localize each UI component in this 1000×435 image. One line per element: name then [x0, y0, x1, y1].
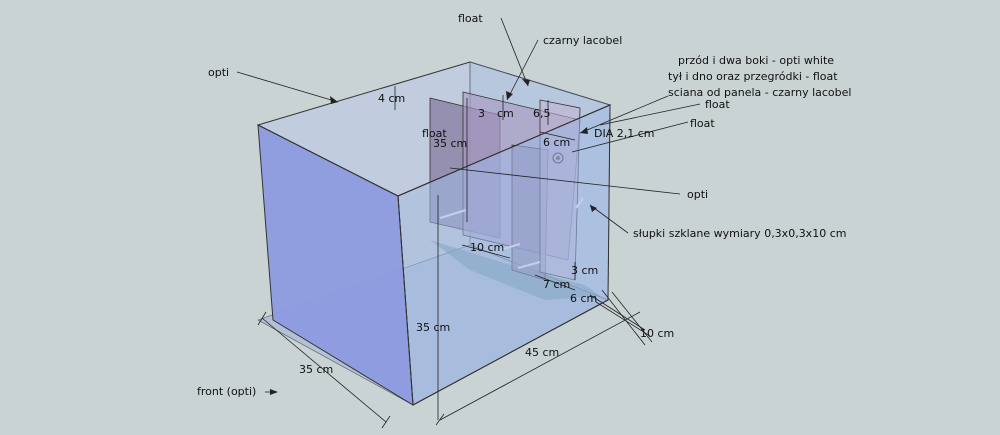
- label-float-right-2: float: [690, 117, 715, 130]
- note-line-2: tył i dno oraz przegródki - float: [668, 70, 838, 83]
- leader-opti-top: [236, 71, 339, 103]
- dim-text-3-top-unit: cm: [497, 107, 514, 120]
- label-float-right-1: float: [705, 98, 730, 111]
- note-line-3: sciana od panela - czarny lacobel: [668, 86, 851, 99]
- dim-text-35-height: 35 cm: [416, 321, 450, 334]
- dim-line-10: [601, 289, 646, 346]
- leader-float-top: [500, 17, 529, 87]
- label-float-left: float: [422, 127, 447, 140]
- arrow-icon: [580, 127, 588, 134]
- dim-text-45-width: 45 cm: [525, 346, 559, 359]
- arrow-icon: [590, 205, 597, 212]
- dim-line-depth: [261, 317, 387, 423]
- label-float-top: float: [458, 12, 483, 25]
- dim-line-10b: [611, 291, 653, 343]
- leader-opti-right: [449, 167, 681, 195]
- dim-line-7cm: [534, 274, 576, 291]
- arrow-icon: [522, 79, 530, 86]
- label-slupki: słupki szklane wymiary 0,3x0,3x10 cm: [633, 227, 846, 240]
- dim-line-width: [439, 311, 641, 421]
- dim-text-6cm: 6 cm: [543, 136, 570, 149]
- arrow-icon: [506, 91, 513, 100]
- dim-ext: [589, 294, 646, 331]
- leader-czarny: [506, 39, 539, 101]
- dim-text-4cm: 4 cm: [378, 92, 405, 105]
- note-line-1: przód i dwa boki - opti white: [678, 54, 834, 67]
- dim-ext: [595, 301, 651, 337]
- leader-float-right2: [571, 121, 689, 153]
- dim-text-35-inner: 35 cm: [433, 137, 467, 150]
- arrow-icon: [270, 389, 278, 395]
- label-czarny-lacobel: czarny lacobel: [543, 34, 622, 47]
- dim-tick: [257, 311, 267, 326]
- dim-text-6-bottom: 6 cm: [570, 292, 597, 305]
- label-opti-right: opti: [687, 188, 708, 201]
- dim-tick: [435, 413, 445, 426]
- dim-text-10-inner: 10 cm: [470, 241, 504, 254]
- label-dia: DIA 2,1 cm: [594, 127, 655, 140]
- dim-text-10-right: 10 cm: [640, 327, 674, 340]
- leader-notes: [579, 95, 669, 134]
- dim-text-65: 6,5: [533, 107, 551, 120]
- dim-text-7cm: 7 cm: [543, 278, 570, 291]
- dim-text-3-bottom: 3 cm: [571, 264, 598, 277]
- arrow-icon: [330, 96, 338, 104]
- dim-text-35-depth: 35 cm: [299, 363, 333, 376]
- dim-line-6cm: [539, 131, 576, 141]
- tank-edge: [397, 195, 414, 406]
- dim-text-3-top: 3: [478, 107, 485, 120]
- dim-line-10-inner: [461, 244, 511, 259]
- label-front-opti: front (opti): [197, 385, 256, 398]
- tank-edge: [412, 299, 609, 406]
- leader-slupki: [589, 204, 629, 234]
- leader-float-right1: [599, 103, 701, 126]
- label-opti-top: opti: [208, 66, 229, 79]
- dim-tick: [381, 415, 391, 429]
